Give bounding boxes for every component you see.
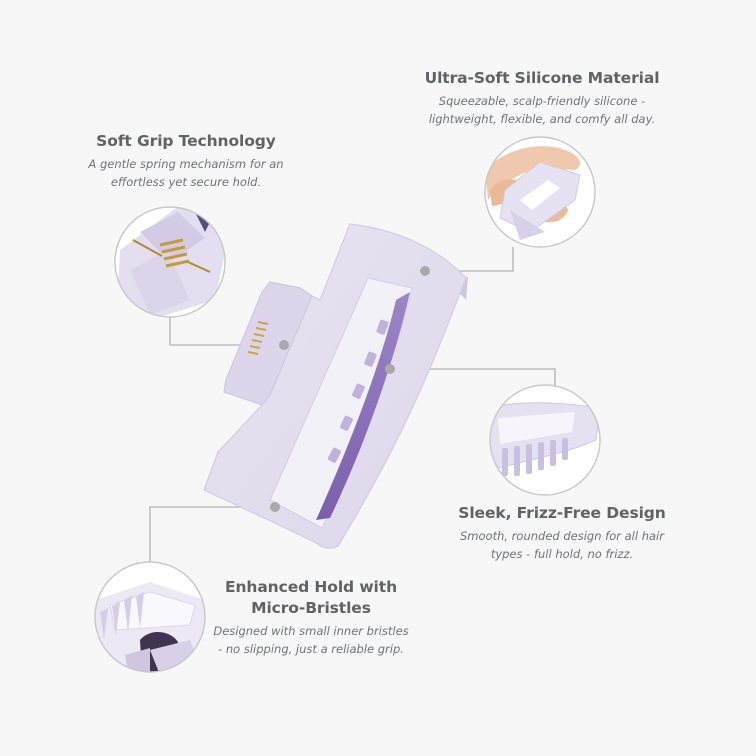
feature-title: Enhanced Hold with Micro-Bristles bbox=[224, 578, 398, 617]
callout-dot-grip bbox=[279, 340, 289, 350]
callout-dot-hold bbox=[270, 502, 280, 512]
feature-description: Designed with small inner bristles - no … bbox=[213, 624, 409, 656]
detail-circle-grip bbox=[114, 206, 226, 318]
detail-circle-sleek bbox=[489, 384, 601, 496]
callout-dot-silicone bbox=[420, 266, 430, 276]
callout-line-hold bbox=[149, 506, 275, 562]
feature-title: Ultra-Soft Silicone Material bbox=[424, 69, 660, 87]
feature-description: A gentle spring mechanism for an effortl… bbox=[88, 157, 284, 189]
callout-line-sleek bbox=[390, 368, 556, 385]
micro-bristles-icon bbox=[100, 592, 144, 640]
feature-sleek-design: Sleek, Frizz-Free Design Smooth, rounded… bbox=[440, 503, 684, 563]
feature-soft-grip: Soft Grip Technology A gentle spring mec… bbox=[60, 131, 312, 191]
feature-silicone: Ultra-Soft Silicone Material Squeezable,… bbox=[390, 68, 694, 128]
feature-enhanced-hold: Enhanced Hold with Micro-Bristles Design… bbox=[180, 577, 442, 658]
feature-description: Squeezable, scalp-friendly silicone - li… bbox=[428, 94, 656, 126]
hair-claw-clip bbox=[203, 223, 468, 549]
detail-circle-hold bbox=[94, 561, 206, 673]
feature-title: Soft Grip Technology bbox=[96, 132, 276, 150]
feature-title: Sleek, Frizz-Free Design bbox=[458, 504, 666, 522]
spring-hinge-icon bbox=[159, 238, 190, 268]
detail-circle-silicone bbox=[484, 136, 596, 248]
callout-dot-sleek bbox=[385, 364, 395, 374]
callout-dots bbox=[270, 266, 430, 512]
feature-description: Smooth, rounded design for all hair type… bbox=[460, 529, 664, 561]
spring-hinge bbox=[247, 321, 269, 355]
